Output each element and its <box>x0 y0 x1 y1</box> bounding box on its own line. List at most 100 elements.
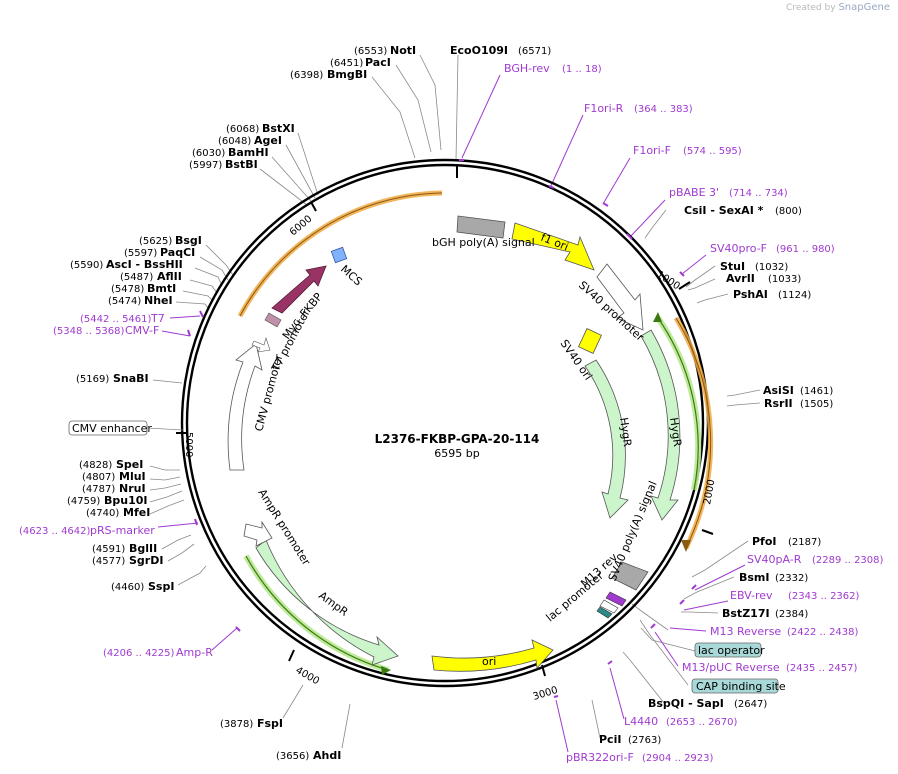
primer-pbr322ori-f[interactable]: pBR322ori-F <box>566 751 634 764</box>
enzyme-agei[interactable]: AgeI <box>254 134 282 147</box>
primer-sv40pro-f[interactable]: SV40pro-F <box>710 242 767 255</box>
credit-prefix: Created by <box>786 3 836 13</box>
enzyme-pos-bstxi: (6068) <box>226 124 259 135</box>
enzyme-pos-aflii: (5487) <box>120 272 153 283</box>
enzyme-pfoi[interactable]: PfoI <box>752 535 777 548</box>
mcs-feature <box>330 246 348 264</box>
enzyme-pos-nrui: (4787) <box>82 484 115 495</box>
enzyme-sspi[interactable]: SspI <box>148 580 174 593</box>
enzyme-pos-bstz17i: (2384) <box>775 609 808 620</box>
enzyme-bspqi-sapi[interactable]: BspQI - SapI <box>648 697 724 710</box>
cmv-enhancer-box[interactable]: CMV enhancer <box>68 420 152 436</box>
enzyme-bmti[interactable]: BmtI <box>147 282 176 295</box>
primer-pos-bgh-rev: (1 .. 18) <box>562 64 602 75</box>
primer-m13puc-reverse[interactable]: M13/pUC Reverse <box>682 661 780 674</box>
feature-label-hygr-outer: HygR <box>667 417 684 448</box>
primer-t7[interactable]: T7 <box>150 312 165 325</box>
enzyme-mlui[interactable]: MluI <box>119 470 146 483</box>
f1-ori-feature <box>511 222 595 271</box>
enzyme-asci-bsshii[interactable]: AscI - BssHII <box>106 258 183 271</box>
enzyme-bstz17i[interactable]: BstZ17I <box>722 607 770 620</box>
primer-ebv-rev[interactable]: EBV-rev <box>730 589 773 602</box>
primer-pbabe3[interactable]: pBABE 3' <box>669 186 719 199</box>
enzyme-rsrii[interactable]: RsrII <box>764 397 793 410</box>
t7-promoter-feature <box>251 336 271 353</box>
plasmid-name: L2376-FKBP-GPA-20-114 <box>375 432 540 446</box>
enzyme-pos-bspqi: (2647) <box>734 699 767 710</box>
primer-pos-ebv-rev: (2343 .. 2362) <box>788 591 860 602</box>
enzyme-pos-stui: (1032) <box>755 262 788 273</box>
enzyme-paci[interactable]: PacI <box>365 56 391 69</box>
lac-operator-box[interactable]: lac operator <box>694 642 765 658</box>
enzyme-spei[interactable]: SpeI <box>116 458 143 471</box>
primer-m13-reverse[interactable]: M13 Reverse <box>710 625 781 638</box>
primer-amp-r[interactable]: Amp-R <box>176 646 213 659</box>
snapgene-credit: Created by SnapGene <box>786 2 890 13</box>
enzyme-pos-bmti: (5478) <box>111 284 144 295</box>
enzyme-pcii[interactable]: PciI <box>599 733 621 746</box>
plasmid-length: 6595 bp <box>434 447 479 460</box>
enzyme-paqci[interactable]: PaqCI <box>160 246 195 259</box>
primer-prs-marker[interactable]: pRS-marker <box>90 524 155 537</box>
enzyme-noti[interactable]: NotI <box>390 44 416 57</box>
enzyme-pos-bsgi: (5625) <box>139 236 172 247</box>
primer-cmv-f[interactable]: CMV-F <box>125 324 159 337</box>
enzyme-pos-bsmi: (2332) <box>775 573 808 584</box>
enzyme-pos-fspi: (3878) <box>220 719 253 730</box>
backbone-ticks <box>176 164 714 677</box>
enzyme-pos-noti: (6553) <box>354 46 387 57</box>
enzyme-pshai[interactable]: PshAI <box>733 288 768 301</box>
enzyme-mfei[interactable]: MfeI <box>123 506 150 519</box>
primer-pos-l4440: (2653 .. 2670) <box>666 717 738 728</box>
cmv-promoter-feature <box>227 343 263 471</box>
enzyme-bglii[interactable]: BglII <box>129 542 157 555</box>
enzyme-ahdi[interactable]: AhdI <box>313 749 341 762</box>
enzyme-bsmi[interactable]: BsmI <box>739 571 770 584</box>
enzyme-pos-asci: (5590) <box>70 260 103 271</box>
primer-pos-cmv-f: (5348 .. 5368) <box>53 326 125 337</box>
ampr-feature <box>255 539 399 666</box>
enzyme-csii-sexai[interactable]: CsiI - SexAI * <box>684 204 764 217</box>
backbone-inner <box>185 163 705 683</box>
enzyme-bpu10i[interactable]: Bpu10I <box>104 494 148 507</box>
enzyme-bmgbi[interactable]: BmgBI <box>327 68 367 81</box>
enzyme-asisi[interactable]: AsiSI <box>763 384 794 397</box>
enzyme-ecoo109i[interactable]: EcoO109I <box>450 44 508 57</box>
enzyme-stui[interactable]: StuI <box>720 260 745 273</box>
tick-2000: 2000 <box>702 479 717 506</box>
primer-pos-pbr322ori-f: (2904 .. 2923) <box>642 753 714 764</box>
enzyme-nrui[interactable]: NruI <box>119 482 146 495</box>
enzyme-pos-paci: (6451) <box>330 58 363 69</box>
enzyme-pos-bamhi: (6030) <box>192 148 225 159</box>
m13-rev-feature <box>605 591 627 607</box>
hygr-inner-feature <box>584 359 629 519</box>
enzyme-avrii[interactable]: AvrII <box>726 272 755 285</box>
orange-arc-right-head <box>681 540 691 552</box>
enzyme-bstbi[interactable]: BstBI <box>225 158 258 171</box>
enzyme-fspi[interactable]: FspI <box>257 717 283 730</box>
enzyme-sgrdi[interactable]: SgrDI <box>129 554 163 567</box>
enzyme-bamhi[interactable]: BamHI <box>228 146 269 159</box>
enzyme-pos-ecoo109i: (6571) <box>518 46 551 57</box>
primer-pos-f1ori-f: (574 .. 595) <box>683 146 742 157</box>
feature-label-lac-promoter: lac promoter <box>544 569 607 625</box>
enzyme-nhei[interactable]: NheI <box>144 294 173 307</box>
primer-f1ori-f[interactable]: F1ori-F <box>633 144 671 157</box>
enzyme-snabi[interactable]: SnaBI <box>113 372 149 385</box>
green-arc-left-head <box>381 666 391 675</box>
enzyme-bstxi[interactable]: BstXI <box>262 122 295 135</box>
primer-l4440[interactable]: L4440 <box>624 715 658 728</box>
primer-pos-amp-r: (4206 .. 4225) <box>103 648 175 659</box>
primer-sv40pa-r[interactable]: SV40pA-R <box>747 553 802 566</box>
tick-5000: 5000 <box>183 432 194 457</box>
primer-pos-m13puc-reverse: (2435 .. 2457) <box>786 663 858 674</box>
enzyme-bsgi[interactable]: BsgI <box>175 234 202 247</box>
enzyme-aflii[interactable]: AflII <box>157 270 182 283</box>
primer-marks <box>187 159 697 698</box>
primer-bgh-rev[interactable]: BGH-rev <box>504 62 550 75</box>
bgh-polya-feature <box>456 215 506 239</box>
cap-binding-site-box[interactable]: CAP binding site <box>691 678 786 694</box>
primer-f1ori-r[interactable]: F1ori-R <box>584 102 624 115</box>
tick-1000: 1000 <box>654 269 681 292</box>
